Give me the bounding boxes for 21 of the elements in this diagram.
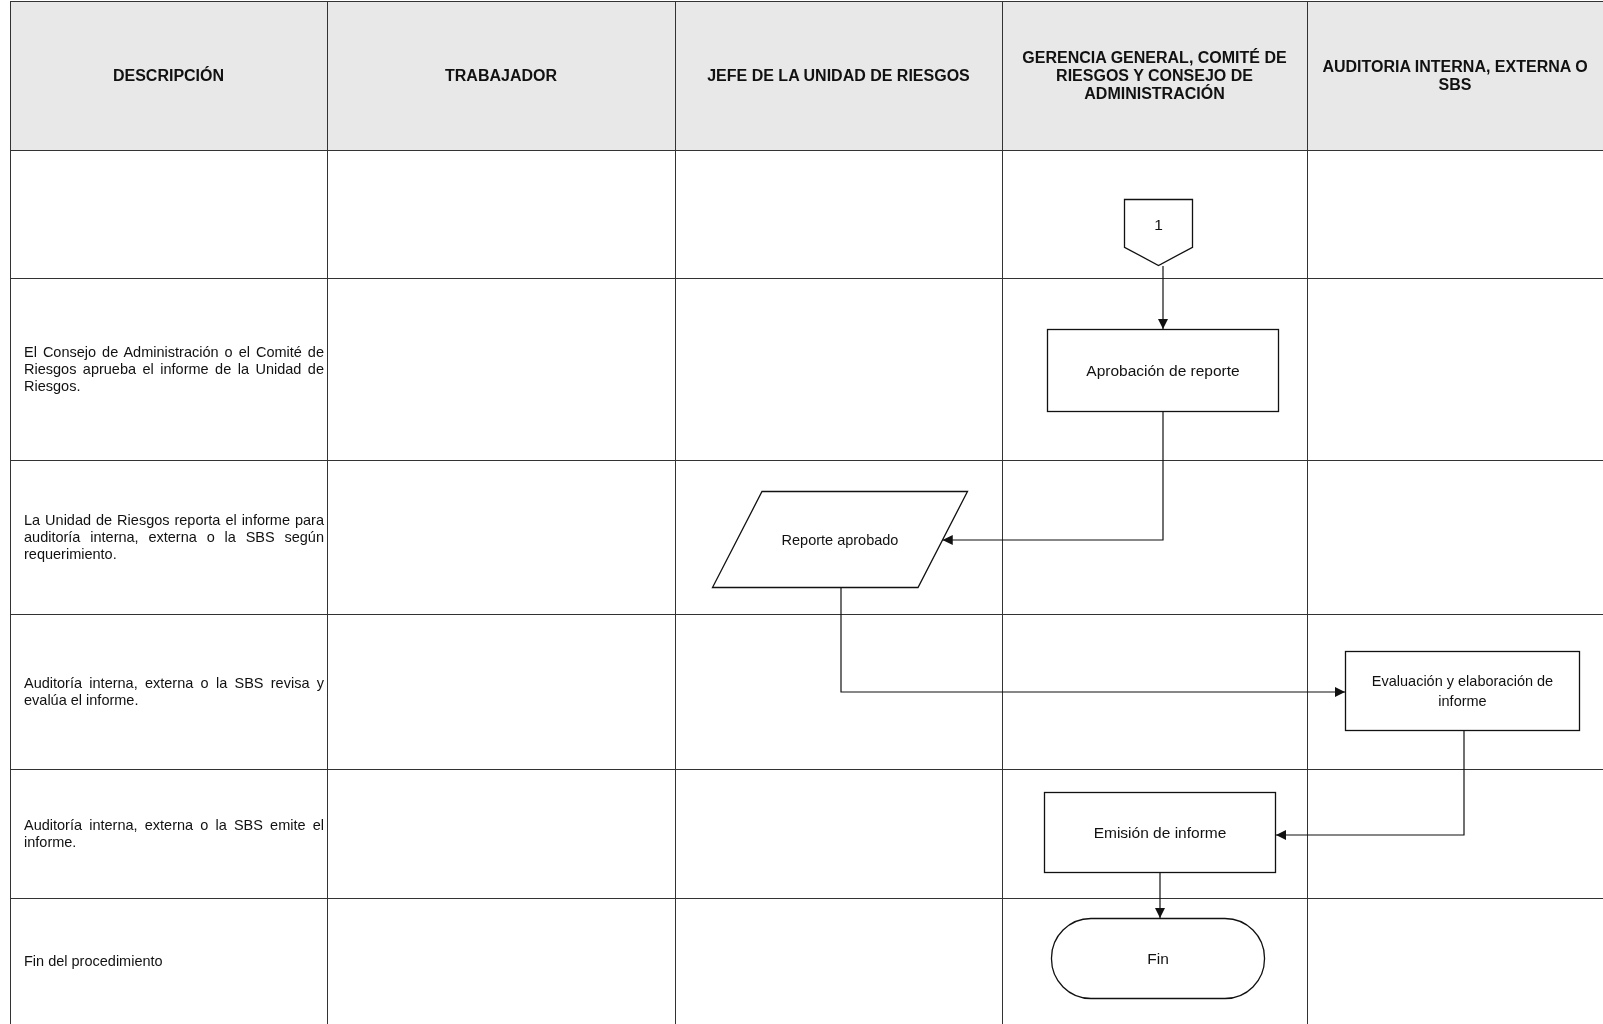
arrow [1275,730,1465,840]
column-header: AUDITORIA INTERNA, EXTERNA O SBS [1321,57,1589,94]
arrow [1155,872,1165,919]
off-page-connector: 1 [1124,199,1193,266]
process-box: Evaluación y elaboración de informe [1345,651,1580,731]
step-description: Auditoría interna, externa o la SBS emite el informe. [24,816,324,851]
arrow [1158,265,1168,330]
process-box: Aprobación de reporte [1047,329,1279,412]
terminator: Fin [1051,918,1265,999]
arrow [840,587,1346,697]
column-header: GERENCIA GENERAL, COMITÉ DE RIESGOS Y CONSEJO DE ADMINISTRACIÓN [1021,48,1288,103]
column-header: DESCRIPCIÓN [112,66,225,85]
step-description: Auditoría interna, externa o la SBS revisa y evalúa el informe. [24,674,324,709]
step-description: Fin del procedimiento [24,952,164,969]
column-header: JEFE DE LA UNIDAD DE RIESGOS [707,66,970,85]
data-parallelogram: Reporte aprobado [712,491,968,588]
step-description: El Consejo de Administración o el Comité de Riesgos aprueba el informe de la Unidad de Riesgos. [24,343,324,395]
column-header: TRABAJADOR [445,66,557,85]
process-box: Emisión de informe [1044,792,1276,873]
arrow [942,411,1164,545]
step-description: La Unidad de Riesgos reporta el informe para auditoría interna, externa o la SBS según requerimiento. [24,511,324,563]
